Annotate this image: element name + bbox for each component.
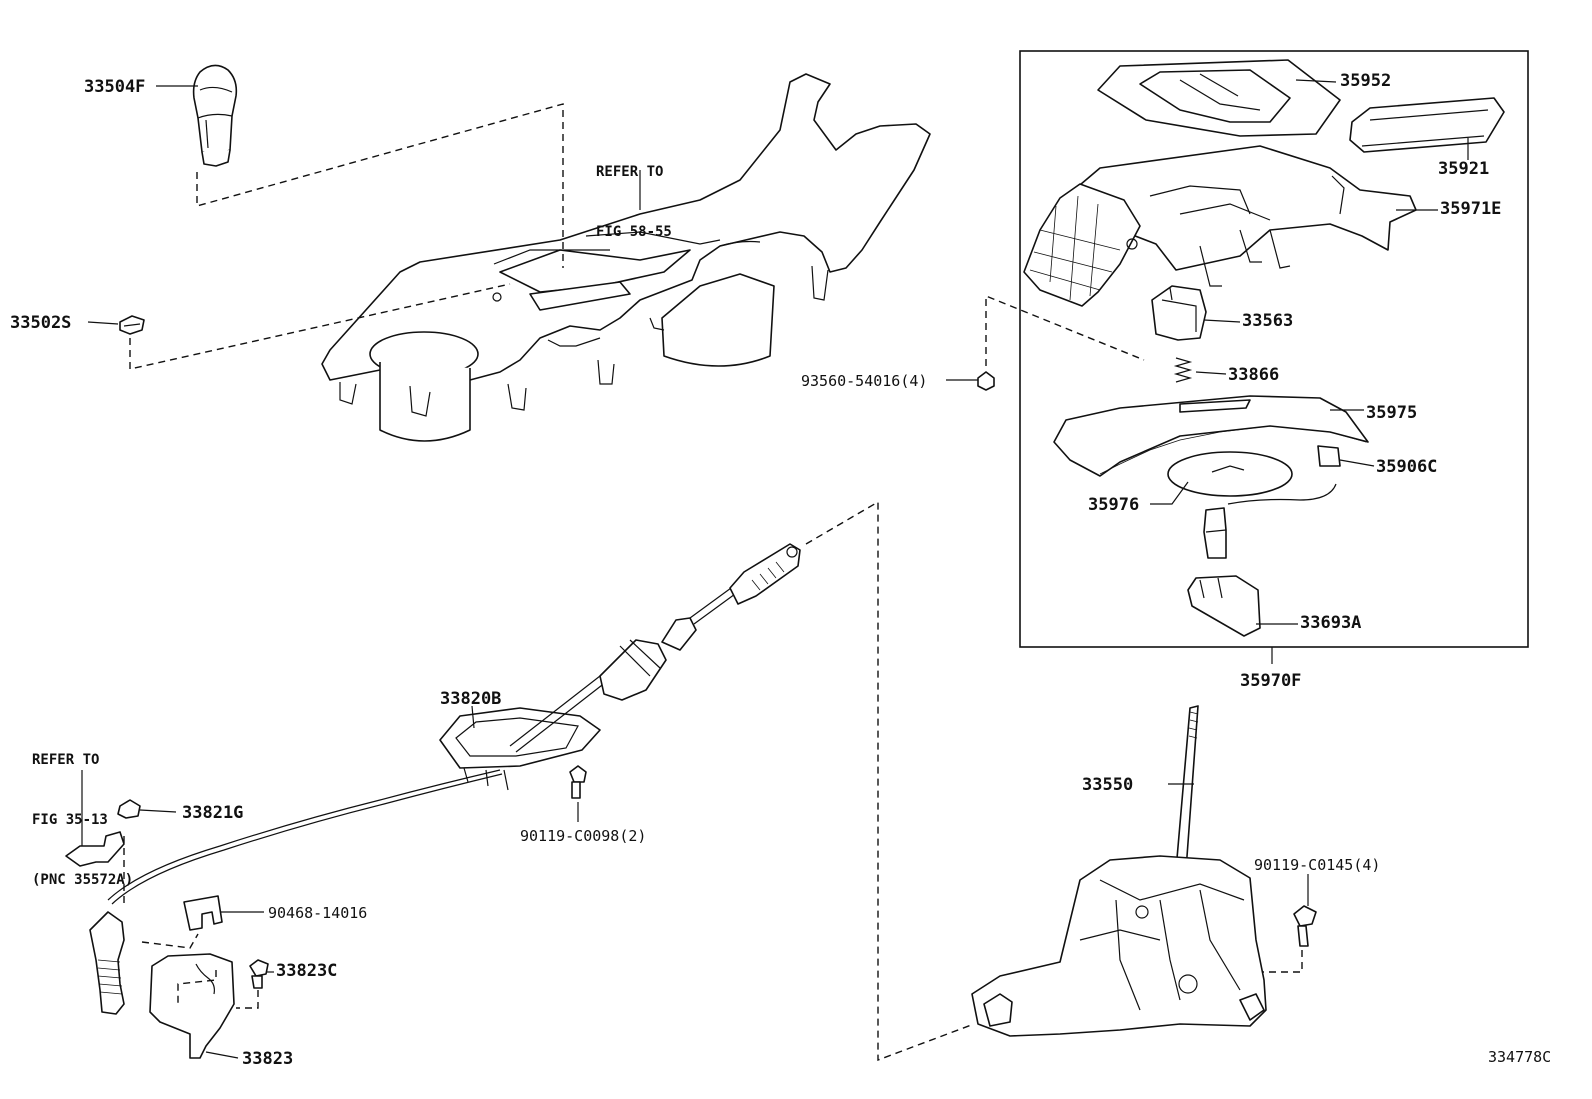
shift-lever-housing	[1023, 145, 1417, 307]
part-label: 33821G	[182, 803, 244, 823]
position-indicator-lens	[1349, 97, 1505, 153]
part-label: 90468-14016	[268, 904, 368, 922]
reference-line: REFER TO	[32, 752, 100, 768]
console-panel	[321, 73, 931, 442]
shift-lock-switch	[1151, 285, 1207, 341]
part-label: 33823	[242, 1049, 294, 1069]
reference-note: REFER TO FIG 35-13 (PNC 35572A)	[32, 710, 133, 910]
spring	[1173, 357, 1193, 383]
diagram-code: 334778C	[1488, 1048, 1552, 1066]
part-label: 33866	[1228, 365, 1280, 385]
reference-line: (PNC 35572A)	[32, 872, 134, 888]
bolt-bracket	[249, 959, 269, 989]
reference-line: REFER TO	[596, 164, 664, 180]
part-label: 35976	[1088, 495, 1140, 515]
grommet-screw	[119, 315, 145, 335]
part-label: 35971E	[1440, 199, 1502, 219]
part-label: 33502S	[10, 313, 72, 333]
cable-clip	[183, 895, 223, 931]
cable-bracket-lower	[149, 953, 235, 1059]
part-label: 93560-54016(4)	[801, 372, 928, 390]
bracket	[1187, 575, 1261, 637]
tapping-screw	[977, 371, 995, 391]
shift-lever-assembly	[971, 705, 1267, 1037]
shift-knob	[192, 64, 238, 167]
bolt-base	[1293, 905, 1317, 947]
reference-line: FIG 35-13	[32, 812, 108, 828]
part-label: 33823C	[276, 961, 338, 981]
nut	[117, 799, 141, 819]
transmission-control-cable	[107, 543, 801, 905]
part-label: 33504F	[84, 77, 146, 97]
bolt-cable	[569, 765, 587, 799]
part-label: 35970F	[1240, 671, 1302, 691]
reference-line: FIG 58-55	[596, 224, 672, 240]
part-label: 35975	[1366, 403, 1418, 423]
part-label: 33563	[1242, 311, 1294, 331]
part-label: 35921	[1438, 159, 1490, 179]
part-label: 35906C	[1376, 457, 1438, 477]
position-indicator-trim	[1097, 59, 1341, 137]
part-label: 90119-C0145(4)	[1254, 856, 1381, 874]
reference-note: REFER TO FIG 58-55	[596, 122, 672, 262]
part-label: 33820B	[440, 689, 502, 709]
part-label: 33550	[1082, 775, 1134, 795]
cable-bracket	[65, 831, 125, 867]
part-label: 35952	[1340, 71, 1392, 91]
indicator-plate	[1167, 451, 1293, 497]
part-label: 33693A	[1300, 613, 1362, 633]
part-label: 90119-C0098(2)	[520, 827, 647, 845]
cable-end	[89, 911, 125, 1015]
console-cover	[1053, 395, 1369, 477]
wire-harness	[1203, 445, 1341, 559]
